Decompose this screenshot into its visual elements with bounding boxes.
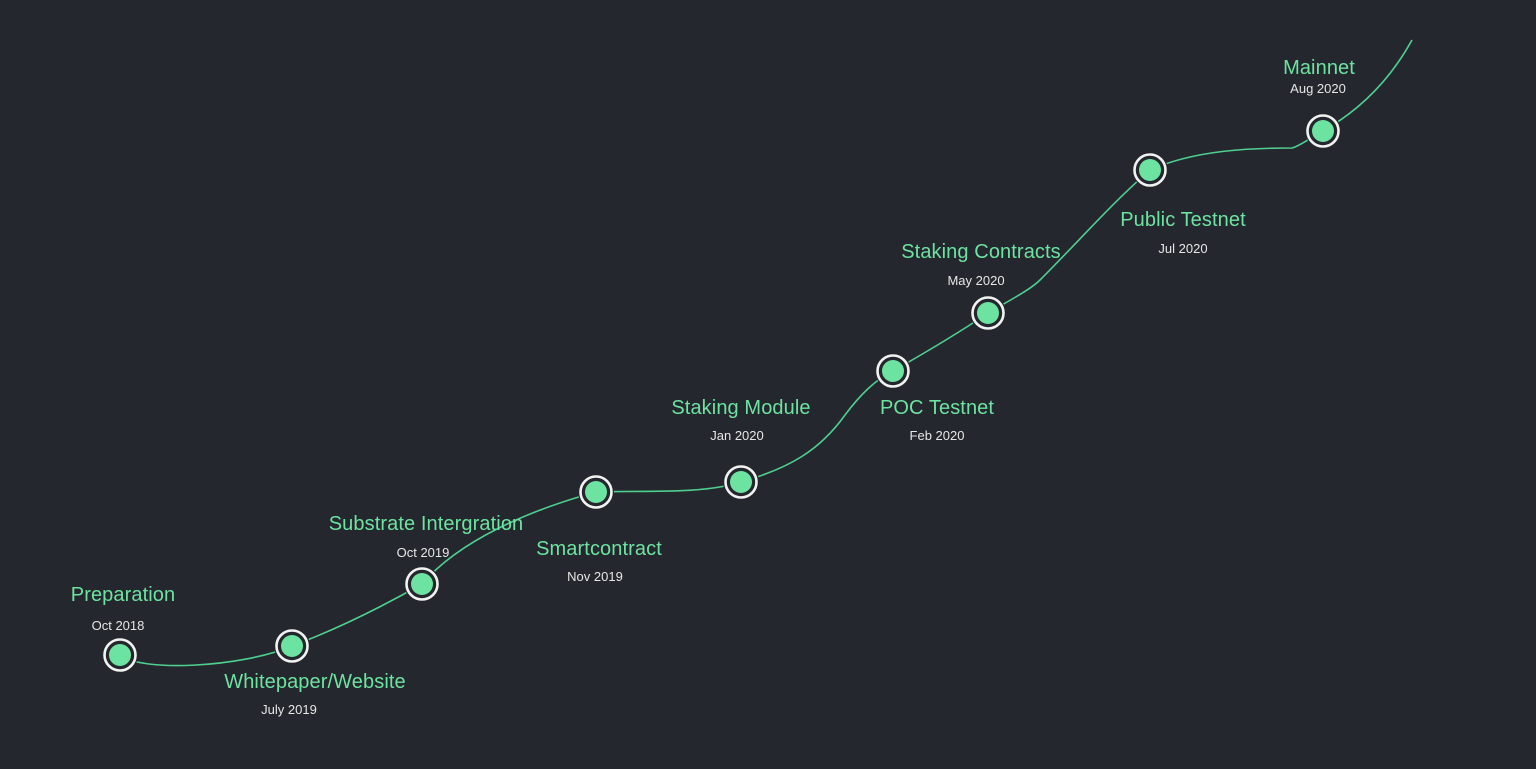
milestone-date-staking-module: Jan 2020: [710, 428, 764, 443]
milestone-node-dot: [585, 481, 607, 503]
milestone-node-poc-testnet: [875, 353, 911, 389]
milestone-date-substrate-intergration: Oct 2019: [396, 545, 450, 560]
milestone-title-public-testnet: Public Testnet: [1120, 209, 1246, 231]
milestone-date-smartcontract: Nov 2019: [567, 569, 623, 584]
milestone-node-preparation: [102, 637, 138, 673]
milestone-node-dot: [977, 302, 999, 324]
milestone-node-staking-module: [723, 464, 759, 500]
milestone-title-mainnet: Mainnet: [1283, 57, 1355, 79]
milestone-node-dot: [1312, 120, 1334, 142]
milestone-node-dot: [411, 573, 433, 595]
milestone-title-smartcontract: Smartcontract: [536, 538, 662, 560]
milestone-node-public-testnet: [1132, 152, 1168, 188]
milestone-node-dot: [281, 635, 303, 657]
milestone-title-staking-contracts: Staking Contracts: [901, 241, 1061, 263]
milestone-node-smartcontract: [578, 474, 614, 510]
milestone-node-whitepaper-website: [274, 628, 310, 664]
milestone-date-public-testnet: Jul 2020: [1158, 241, 1208, 256]
milestone-title-poc-testnet: POC Testnet: [879, 397, 995, 419]
milestone-title-preparation: Preparation: [70, 584, 176, 606]
roadmap-path: [119, 39, 1413, 667]
milestone-title-staking-module: Staking Module: [671, 397, 811, 419]
milestone-node-dot: [882, 360, 904, 382]
milestone-node-dot: [109, 644, 131, 666]
milestone-node-substrate-intergration: [404, 566, 440, 602]
milestone-node-mainnet: [1305, 113, 1341, 149]
milestone-date-preparation: Oct 2018: [91, 618, 145, 633]
milestone-title-substrate-intergration: Substrate Intergration: [328, 513, 524, 535]
milestone-title-whitepaper-website: Whitepaper/Website: [224, 671, 406, 693]
milestone-node-dot: [1139, 159, 1161, 181]
milestone-node-staking-contracts: [970, 295, 1006, 331]
milestone-date-mainnet: Aug 2020: [1290, 81, 1346, 96]
milestone-date-staking-contracts: May 2020: [947, 273, 1005, 288]
milestone-date-poc-testnet: Feb 2020: [909, 428, 965, 443]
milestone-node-dot: [730, 471, 752, 493]
milestone-date-whitepaper-website: July 2019: [261, 702, 317, 717]
